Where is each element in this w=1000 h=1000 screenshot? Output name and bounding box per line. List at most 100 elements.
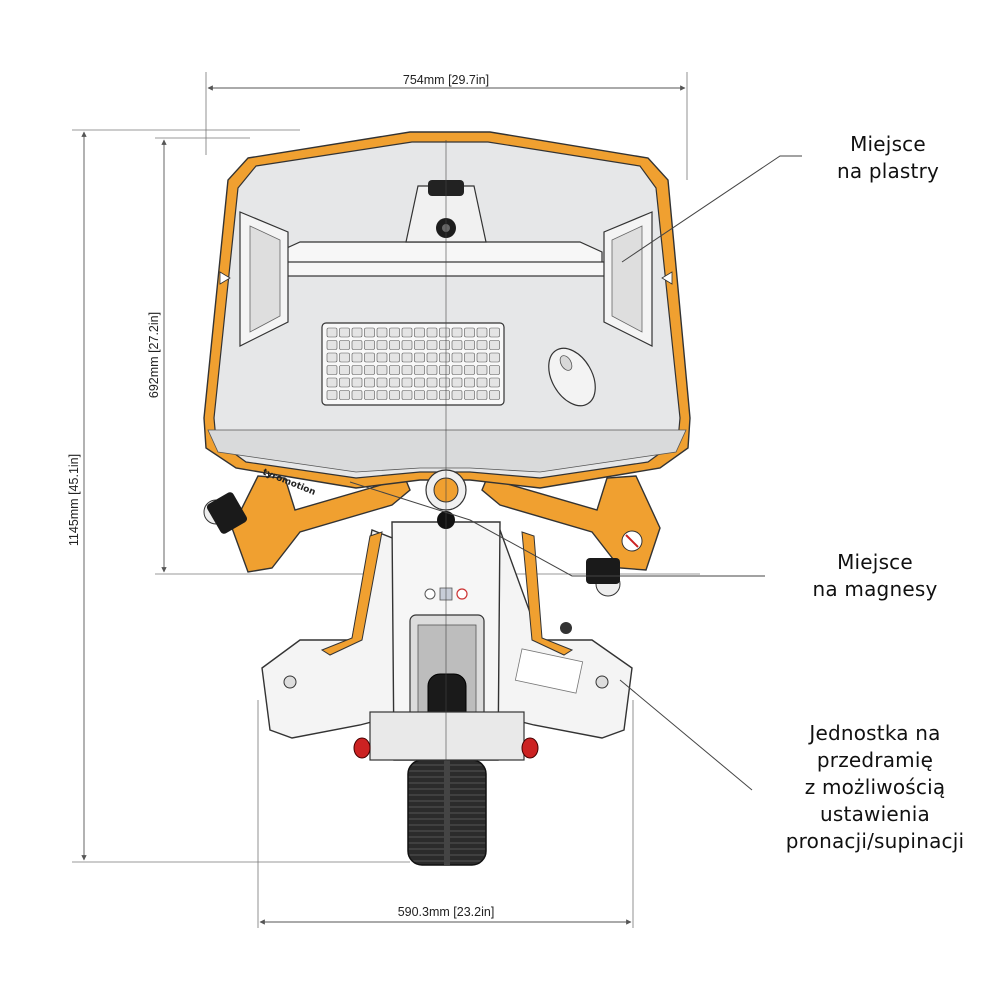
- keyboard-key: [389, 340, 400, 350]
- keyboard-key: [439, 377, 450, 388]
- dimension-bottom-width: 590.3mm [23.2in]: [257, 700, 634, 928]
- keyboard-key: [376, 352, 388, 363]
- keyboard-key: [439, 340, 450, 350]
- keyboard-key: [326, 390, 338, 400]
- keyboard-key: [451, 390, 463, 400]
- keyboard-key: [476, 352, 488, 363]
- keyboard-key: [339, 365, 350, 375]
- keyboard-key: [339, 390, 350, 400]
- keyboard-key: [364, 327, 375, 338]
- keyboard-key: [389, 390, 400, 400]
- mouse: [548, 347, 596, 407]
- keyboard-key: [476, 340, 488, 350]
- keyboard-key: [464, 377, 475, 388]
- keyboard-key: [451, 327, 463, 338]
- keyboard-key: [414, 327, 425, 338]
- svg-text:754mm [29.7in]: 754mm [29.7in]: [403, 73, 489, 87]
- keyboard-key: [364, 352, 375, 363]
- keyboard-key: [401, 377, 413, 388]
- keyboard-key: [351, 352, 363, 363]
- keyboard-key: [489, 327, 500, 338]
- keyboard-key: [476, 390, 488, 400]
- keyboard-key: [489, 377, 500, 388]
- callout-plastry: Miejsce na plastry: [836, 132, 940, 183]
- keyboard-key: [326, 365, 338, 375]
- keyboard-key: [401, 365, 413, 375]
- keyboard-key: [489, 340, 500, 350]
- keyboard-key: [339, 377, 350, 388]
- keyboard-key: [489, 352, 500, 363]
- keyboard-key: [476, 377, 488, 388]
- callout-jednostka: Jednostka na przedramię z możliwością us…: [785, 721, 965, 853]
- keyboard-key: [439, 390, 450, 400]
- keyboard-key: [476, 365, 488, 375]
- keyboard-key: [389, 327, 400, 338]
- keyboard-key: [351, 365, 363, 375]
- keyboard-key: [376, 377, 388, 388]
- keyboard-key: [439, 352, 450, 363]
- keyboard-key: [351, 327, 363, 338]
- magnet-arms: [203, 475, 661, 597]
- keyboard-key: [389, 365, 400, 375]
- keyboard-key: [364, 377, 375, 388]
- keyboard-key: [414, 390, 425, 400]
- keyboard-key: [426, 327, 438, 338]
- keyboard-key: [401, 352, 413, 363]
- keyboard-key: [414, 377, 425, 388]
- keyboard-key: [326, 377, 338, 388]
- keyboard-key: [426, 352, 438, 363]
- svg-text:1145mm [45.1in]: 1145mm [45.1in]: [67, 454, 81, 546]
- keyboard-key: [414, 365, 425, 375]
- keyboard-key: [401, 390, 413, 400]
- forearm-unit-base: [261, 521, 633, 761]
- keyboard-key: [426, 365, 438, 375]
- keyboard-key: [414, 340, 425, 350]
- keyboard-key: [351, 377, 363, 388]
- keyboard-key: [401, 327, 413, 338]
- keyboard-key: [326, 327, 338, 338]
- keyboard-key: [439, 365, 450, 375]
- keyboard-key: [389, 377, 400, 388]
- keyboard-key: [489, 365, 500, 375]
- dimension-top-width: 754mm [29.7in]: [205, 72, 688, 180]
- keyboard-key: [389, 352, 400, 363]
- keyboard: [321, 322, 505, 406]
- callout-magnesy: Miejsce na magnesy: [812, 550, 938, 601]
- keyboard-key: [476, 327, 488, 338]
- keyboard-key: [364, 365, 375, 375]
- keyboard-key: [376, 365, 388, 375]
- keyboard-key: [451, 377, 463, 388]
- keyboard-key: [464, 390, 475, 400]
- keyboard-key: [439, 327, 450, 338]
- keyboard-key: [339, 327, 350, 338]
- keyboard-key: [414, 352, 425, 363]
- keyboard-key: [376, 390, 388, 400]
- keyboard-key: [451, 340, 463, 350]
- keyboard-key: [451, 352, 463, 363]
- callout-leaders: [349, 155, 802, 791]
- keyboard-key: [464, 365, 475, 375]
- keyboard-key: [401, 340, 413, 350]
- keyboard-key: [326, 352, 338, 363]
- keyboard-key: [339, 340, 350, 350]
- keyboard-key: [451, 365, 463, 375]
- keyboard-key: [364, 390, 375, 400]
- keyboard-key: [351, 390, 363, 400]
- svg-text:692mm [27.2in]: 692mm [27.2in]: [147, 312, 161, 398]
- keyboard-key: [426, 340, 438, 350]
- keyboard-key: [464, 352, 475, 363]
- keyboard-key: [364, 340, 375, 350]
- svg-text:590.3mm [23.2in]: 590.3mm [23.2in]: [398, 905, 495, 919]
- keyboard-key: [464, 327, 475, 338]
- keyboard-key: [426, 390, 438, 400]
- dimension-total-height: 1145mm [45.1in]: [67, 129, 410, 863]
- keyboard-key: [426, 377, 438, 388]
- keyboard-key: [326, 340, 338, 350]
- keyboard-key: [464, 340, 475, 350]
- keyboard-key: [376, 340, 388, 350]
- keyboard-key: [376, 327, 388, 338]
- keyboard-key: [339, 352, 350, 363]
- keyboard-key: [351, 340, 363, 350]
- rear-wheel: [407, 759, 487, 866]
